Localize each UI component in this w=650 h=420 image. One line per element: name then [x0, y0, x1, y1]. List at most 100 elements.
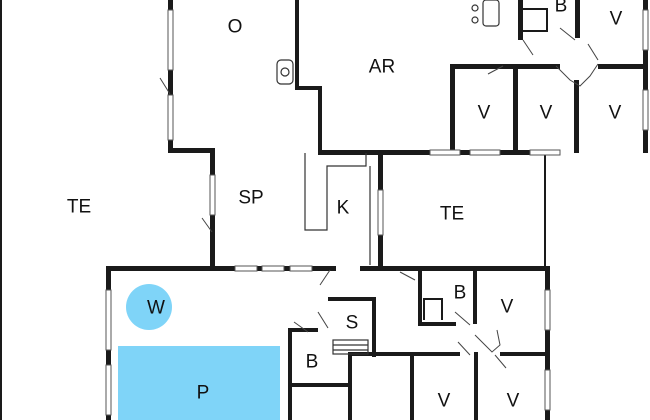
wall — [441, 298, 443, 320]
wall — [295, 0, 299, 88]
room-labels: O AR B V V V V TE SP K TE W S B V B P V … — [67, 0, 623, 412]
tap — [471, 4, 479, 12]
door — [494, 354, 507, 369]
tap — [471, 16, 479, 24]
room-label-p: P — [197, 383, 210, 404]
wall — [518, 64, 560, 69]
window — [167, 94, 174, 141]
room-label-k: K — [337, 198, 350, 219]
door — [474, 329, 501, 353]
wall — [288, 328, 292, 420]
door — [559, 27, 576, 41]
wall — [473, 266, 477, 324]
window — [234, 265, 258, 272]
window — [209, 174, 216, 216]
room-label-v-mid-3: V — [609, 103, 622, 124]
door — [319, 269, 331, 286]
wall — [295, 86, 322, 90]
window — [377, 189, 384, 236]
door — [293, 321, 309, 333]
wall — [328, 297, 375, 301]
wall — [423, 298, 443, 300]
room-label-o: O — [228, 17, 243, 38]
room-label-v-mid-2: V — [540, 103, 553, 124]
room-label-s: S — [346, 313, 359, 334]
island-sink — [482, 0, 500, 27]
doors — [159, 27, 599, 369]
room-label-v-top-right: V — [610, 9, 623, 30]
wall — [288, 383, 350, 387]
window — [429, 149, 461, 156]
door — [159, 77, 171, 95]
window — [261, 265, 285, 272]
window — [642, 9, 649, 51]
room-label-v-mid-1: V — [478, 103, 491, 124]
wall — [372, 297, 376, 357]
room-label-te-left: TE — [67, 197, 91, 218]
door — [487, 65, 504, 75]
wall — [500, 352, 550, 356]
wall — [410, 352, 414, 420]
room-label-v-low-right: V — [501, 297, 514, 318]
door — [457, 341, 471, 356]
window — [105, 364, 112, 416]
wall — [546, 8, 548, 32]
pool — [118, 346, 280, 420]
wall — [423, 298, 425, 320]
room-label-w: W — [147, 298, 165, 319]
door — [555, 63, 599, 87]
room-label-v-bottom-2: V — [507, 391, 520, 412]
door — [317, 311, 329, 329]
stairs — [332, 339, 369, 355]
wall — [168, 0, 173, 153]
window — [167, 9, 174, 71]
door — [399, 271, 416, 281]
wall — [418, 322, 456, 326]
door — [587, 43, 599, 61]
wall — [360, 266, 550, 271]
wall — [544, 153, 546, 270]
wall — [348, 352, 352, 420]
wall — [168, 148, 215, 153]
wall — [518, 0, 523, 40]
wall — [513, 64, 518, 153]
room-label-b-mid: B — [454, 283, 467, 304]
wall — [450, 64, 455, 153]
window — [105, 289, 112, 351]
door — [454, 311, 471, 326]
wall — [288, 328, 318, 332]
wall — [575, 0, 580, 38]
wall — [450, 64, 515, 69]
door — [522, 39, 534, 56]
room-label-v-bottom-1: V — [438, 391, 451, 412]
windows — [105, 9, 649, 416]
window — [544, 289, 551, 331]
sink — [276, 59, 294, 85]
window — [544, 369, 551, 411]
wall — [598, 64, 648, 69]
window — [469, 149, 501, 156]
sink-drain — [280, 67, 290, 77]
wall — [106, 266, 336, 271]
wall — [318, 86, 322, 153]
wall — [523, 8, 548, 10]
room-label-ar: AR — [369, 57, 395, 78]
wall — [474, 352, 478, 420]
fixtures — [118, 0, 500, 420]
wall — [545, 266, 550, 420]
kitchen-counter — [304, 153, 367, 231]
wall — [523, 30, 548, 32]
window — [289, 265, 313, 272]
door — [201, 217, 213, 233]
wall — [643, 0, 648, 153]
window — [529, 149, 561, 156]
room-label-b-low: B — [306, 352, 319, 373]
room-label-b-top: B — [555, 0, 568, 17]
whirlpool — [126, 284, 172, 330]
wall — [348, 352, 460, 356]
wall — [574, 80, 579, 153]
wall — [0, 0, 2, 420]
wall — [418, 266, 422, 324]
